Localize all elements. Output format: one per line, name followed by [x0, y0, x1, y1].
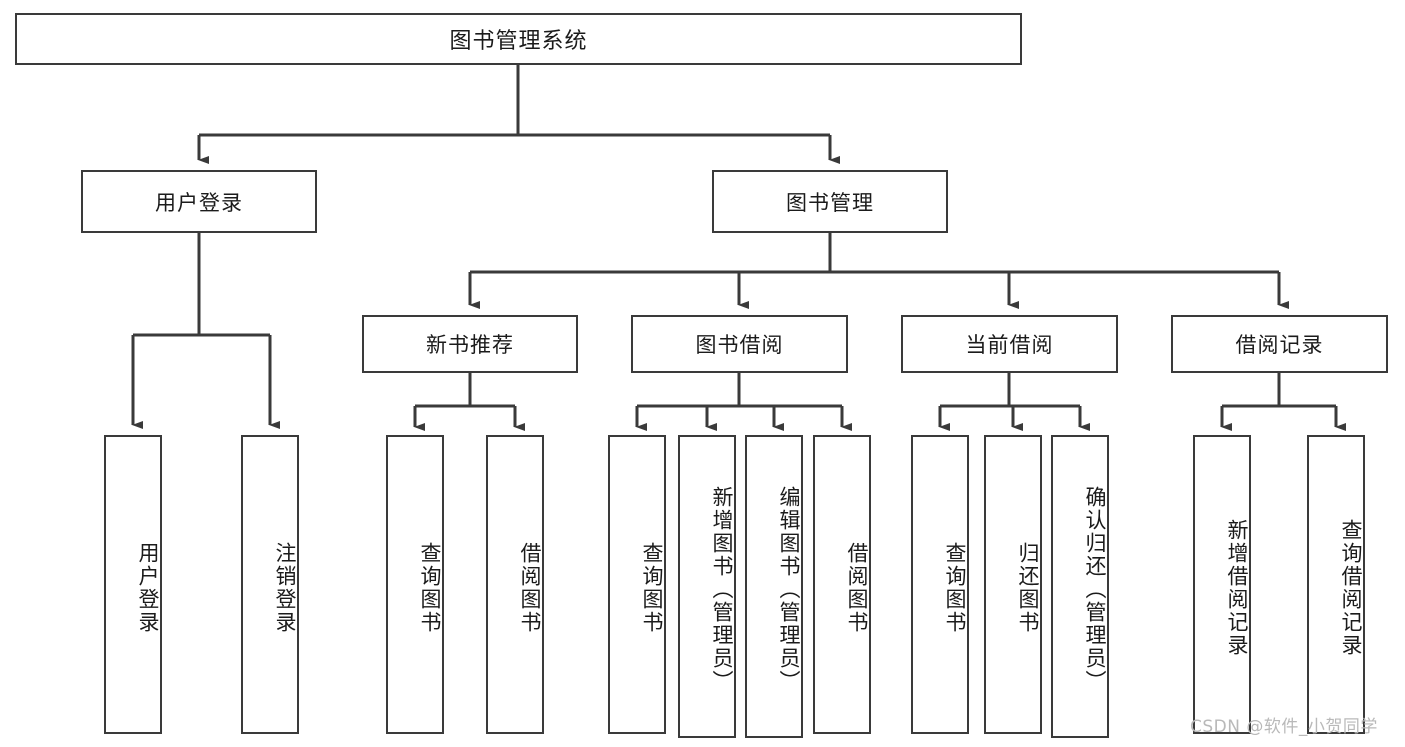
- node-label: 用户登录: [136, 541, 160, 634]
- node-label: 借阅记录: [1235, 333, 1324, 357]
- node-label: 借阅图书: [845, 541, 869, 634]
- node-book-borrowing[interactable]: 图书借阅: [631, 315, 848, 373]
- leaf-edit-book-admin[interactable]: 编辑图书（管理员）: [745, 435, 803, 738]
- leaf-query-borrow-record[interactable]: 查询借阅记录: [1307, 435, 1365, 734]
- leaf-add-borrow-record[interactable]: 新增借阅记录: [1193, 435, 1251, 734]
- node-current-borrowing[interactable]: 当前借阅: [901, 315, 1118, 373]
- node-label: 借阅图书: [518, 541, 542, 634]
- node-label: 确认归还（管理员）: [1083, 486, 1107, 693]
- node-new-book-recommendation[interactable]: 新书推荐: [362, 315, 578, 373]
- node-borrow-records[interactable]: 借阅记录: [1171, 315, 1388, 373]
- node-label: 查询图书: [640, 541, 664, 634]
- leaf-user-logout[interactable]: 注销登录: [241, 435, 299, 734]
- node-label: 归还图书: [1016, 541, 1040, 634]
- node-book-management[interactable]: 图书管理: [712, 170, 948, 233]
- csdn-watermark: CSDN @软件_小贺同学: [1190, 717, 1378, 737]
- node-label: 新增借阅记录: [1225, 518, 1249, 657]
- leaf-borrow-book-1[interactable]: 借阅图书: [486, 435, 544, 734]
- leaf-add-book-admin[interactable]: 新增图书（管理员）: [678, 435, 736, 738]
- node-label: 编辑图书（管理员）: [777, 486, 801, 693]
- node-label: 注销登录: [273, 541, 297, 634]
- leaf-query-book-1[interactable]: 查询图书: [386, 435, 444, 734]
- node-label: 用户登录: [155, 190, 243, 215]
- node-label: 查询借阅记录: [1339, 518, 1363, 657]
- node-root-system[interactable]: 图书管理系统: [15, 13, 1022, 65]
- node-label: 图书借阅: [695, 333, 784, 357]
- leaf-borrow-book-2[interactable]: 借阅图书: [813, 435, 871, 734]
- leaf-query-book-3[interactable]: 查询图书: [911, 435, 969, 734]
- leaf-query-book-2[interactable]: 查询图书: [608, 435, 666, 734]
- leaf-confirm-return-admin[interactable]: 确认归还（管理员）: [1051, 435, 1109, 738]
- node-label: 新书推荐: [426, 333, 514, 357]
- leaf-return-book[interactable]: 归还图书: [984, 435, 1042, 734]
- node-label: 图书管理: [786, 190, 874, 215]
- node-user-login[interactable]: 用户登录: [81, 170, 317, 233]
- node-label: 查询图书: [943, 541, 967, 634]
- node-label: 图书管理系统: [449, 29, 588, 54]
- leaf-user-login[interactable]: 用户登录: [104, 435, 162, 734]
- node-label: 当前借阅: [965, 333, 1054, 357]
- node-label: 新增图书（管理员）: [710, 486, 734, 693]
- node-label: 查询图书: [418, 541, 442, 634]
